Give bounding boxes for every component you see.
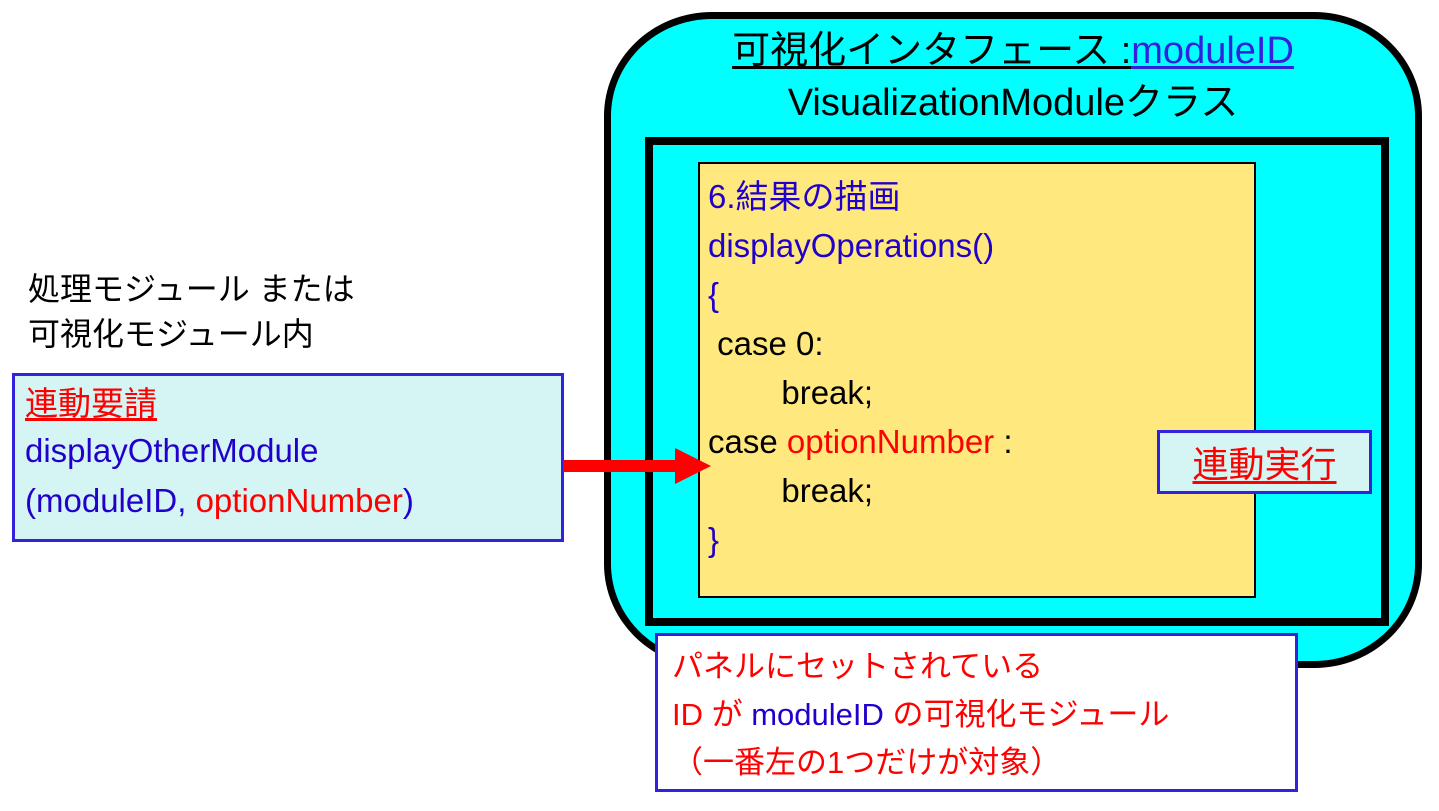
module-title: 可視化インタフェース :moduleID xyxy=(604,28,1422,74)
linked-execution-label: 連動実行 xyxy=(1192,444,1337,485)
code-block: 6.結果の描画 displayOperations() { case 0: br… xyxy=(698,162,1256,598)
code-line-1: 6.結果の描画 xyxy=(708,178,901,215)
request-label-row: 連動要請 xyxy=(25,382,561,426)
code-line-4: case 0: xyxy=(708,325,824,362)
args-open-paren: ( xyxy=(25,482,36,519)
note-line-2-suffix: の可視化モジュール xyxy=(883,697,1170,732)
note-line-1: パネルにセットされている xyxy=(672,649,1044,684)
code-line-5: break; xyxy=(708,374,874,411)
arg-option-number: optionNumber xyxy=(195,482,403,519)
call-method-name: displayOtherModule xyxy=(25,432,319,469)
code-case-keyword: case xyxy=(708,423,787,460)
code-line-7: break; xyxy=(708,472,874,509)
code-line-3: { xyxy=(708,276,720,313)
code-line-6: case optionNumber : xyxy=(708,417,1254,466)
code-option-number: optionNumber xyxy=(786,423,995,460)
left-caption-line-1: 処理モジュール または xyxy=(28,271,355,307)
module-title-moduleid: moduleID xyxy=(1131,30,1294,72)
note-module-id: moduleID xyxy=(751,697,884,732)
arg-module-id: moduleID xyxy=(36,482,178,519)
bottom-note-box: パネルにセットされている ID が moduleID の可視化モジュール （一番… xyxy=(655,633,1298,792)
request-label: 連動要請 xyxy=(25,385,157,422)
left-caption: 処理モジュール または 可視化モジュール内 xyxy=(28,267,568,357)
call-request-box: 連動要請 displayOtherModule (moduleID, optio… xyxy=(12,373,564,542)
module-subtitle: VisualizationModuleクラス xyxy=(787,82,1239,124)
linked-execution-badge: 連動実行 xyxy=(1157,430,1372,494)
call-arguments: (moduleID, optionNumber) xyxy=(25,476,561,526)
flow-arrow-icon xyxy=(563,448,711,484)
code-case-colon: : xyxy=(994,423,1013,460)
left-caption-line-2: 可視化モジュール内 xyxy=(28,316,314,352)
arg-separator: , xyxy=(177,482,196,519)
code-line-2: displayOperations() xyxy=(708,227,995,264)
code-line-8: } xyxy=(708,521,720,558)
note-line-2: ID が moduleID の可視化モジュール xyxy=(672,691,1295,739)
args-close-paren: ) xyxy=(402,482,414,519)
note-line-2-prefix: ID が xyxy=(672,697,752,732)
module-title-prefix: 可視化インタフェース : xyxy=(732,30,1132,72)
note-line-3: （一番左の1つだけが対象） xyxy=(672,745,1062,780)
